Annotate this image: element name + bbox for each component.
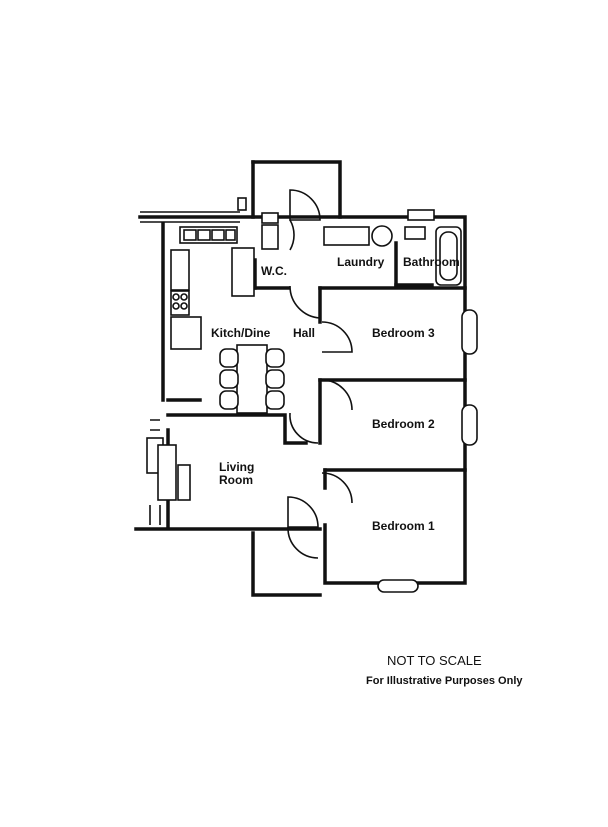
interior-walls <box>166 241 467 490</box>
doors <box>287 189 353 559</box>
room-label-room: Room <box>219 473 253 487</box>
room-label-bedroom-3: Bedroom 3 <box>372 326 435 340</box>
windows <box>140 211 478 593</box>
dining-table <box>219 344 285 414</box>
room-label-wc: W.C. <box>261 264 287 278</box>
room-label-bedroom-1: Bedroom 1 <box>372 519 435 533</box>
not-to-scale-note: NOT TO SCALE <box>387 653 482 668</box>
room-label-bathroom: Bathroom <box>403 255 460 269</box>
living-fixtures <box>146 437 191 525</box>
exterior-walls <box>134 160 467 597</box>
room-label-hall: Hall <box>293 326 315 340</box>
room-label-bedroom-2: Bedroom 2 <box>372 417 435 431</box>
room-label-living: Living <box>219 460 254 474</box>
room-label-kitchen-dine: Kitch/Dine <box>211 326 271 340</box>
room-label-laundry: Laundry <box>337 255 385 269</box>
fixtures <box>170 197 462 350</box>
disclaimer-note: For Illustrative Purposes Only <box>366 675 523 687</box>
